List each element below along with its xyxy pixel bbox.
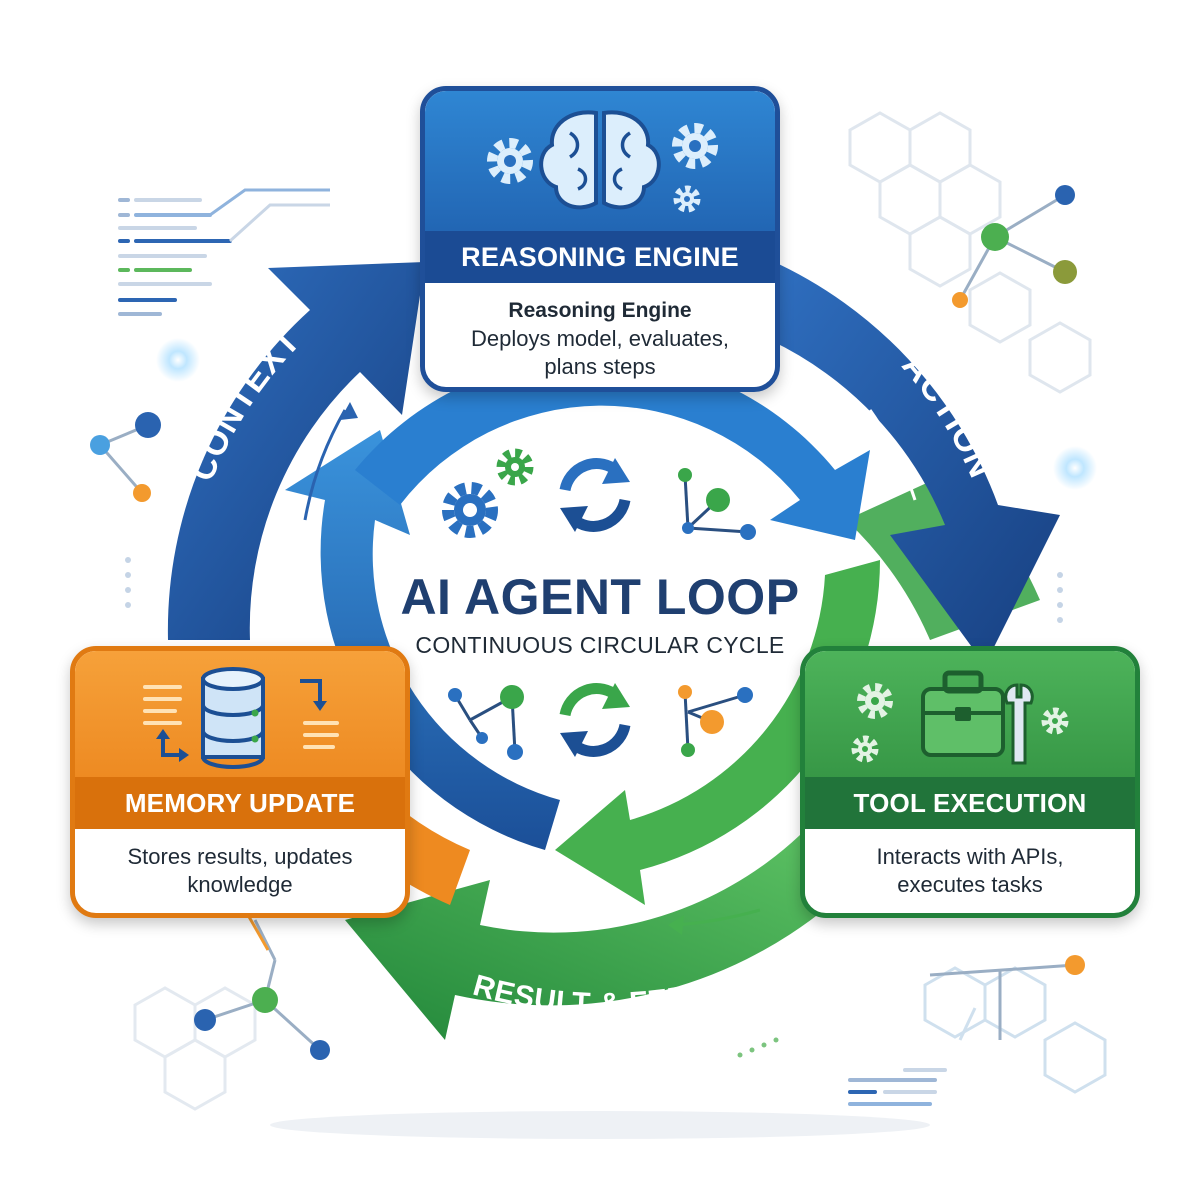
refresh-icon [559, 683, 631, 757]
reasoning-engine-card: REASONING ENGINE Reasoning Engine Deploy… [420, 86, 780, 392]
gear-icon [487, 138, 533, 184]
center-icons [442, 448, 756, 760]
swap-arrows-icon [156, 679, 327, 762]
card-description-line: plans steps [544, 354, 656, 379]
card-header: REASONING ENGINE [425, 91, 775, 283]
card-title: MEMORY UPDATE [75, 777, 405, 829]
action-arrow [770, 260, 1060, 665]
card-description-line: knowledge [187, 872, 293, 897]
card-body: Reasoning Engine Deploys model, evaluate… [425, 283, 775, 381]
tool-execution-card: TOOL EXECUTION Interacts with APIs, exec… [800, 646, 1140, 918]
gear-icon [851, 735, 879, 763]
card-header: MEMORY UPDATE [75, 651, 405, 829]
card-description-line: Interacts with APIs, [876, 844, 1064, 869]
card-header: TOOL EXECUTION [805, 651, 1135, 829]
gear-icon [673, 185, 701, 213]
brain-icon [539, 110, 661, 210]
card-description-line: Deploys model, evaluates, [470, 326, 730, 351]
gear-icon [672, 123, 718, 169]
memory-update-card: MEMORY UPDATE Stores results, updates kn… [70, 646, 410, 918]
gear-icon [1041, 707, 1069, 735]
diagram-title: AI AGENT LOOP [400, 569, 800, 625]
feedback-arrow [345, 835, 830, 1040]
gear-icon [496, 448, 534, 486]
card-body: Interacts with APIs, executes tasks [805, 829, 1135, 899]
database-icon [201, 667, 265, 769]
diagram-subtitle: CONTINUOUS CIRCULAR CYCLE [415, 632, 785, 658]
toolbox-icon [921, 670, 1005, 757]
gear-icon [442, 482, 498, 538]
inner-loop-arrow-top [355, 356, 870, 540]
inner-loop-arrow-left [285, 430, 560, 850]
gear-icon [857, 683, 893, 719]
refresh-icon [559, 458, 631, 532]
wrench-icon [1004, 683, 1034, 765]
card-title: REASONING ENGINE [425, 231, 775, 283]
card-title: TOOL EXECUTION [805, 777, 1135, 829]
card-body: Stores results, updates knowledge [75, 829, 405, 899]
background-decoration [90, 111, 1107, 1111]
document-icon [143, 685, 339, 749]
context-arrow [167, 262, 425, 640]
card-subtitle: Reasoning Engine [508, 299, 692, 322]
inner-loop-arrow-right [555, 560, 880, 905]
card-description-line: Stores results, updates [127, 844, 353, 869]
card-description-line: executes tasks [897, 872, 1043, 897]
